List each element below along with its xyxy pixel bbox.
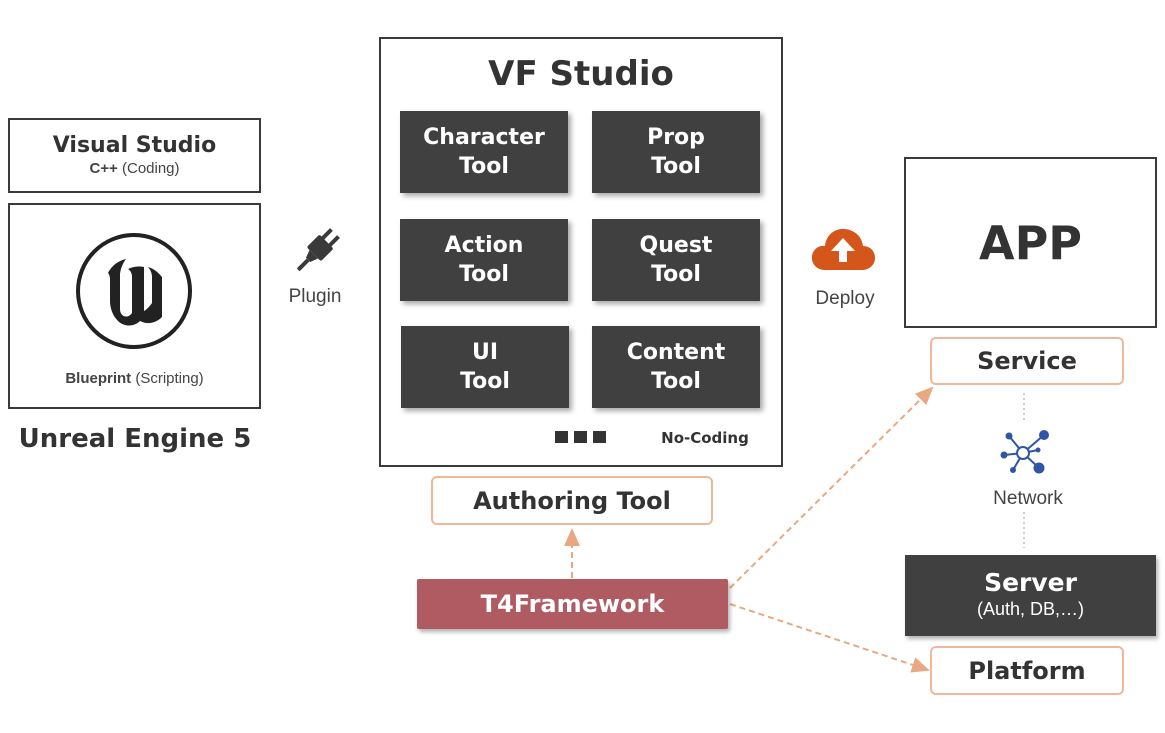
network-icon xyxy=(1000,430,1049,474)
platform-box: Platform xyxy=(930,646,1124,695)
server-title: Server xyxy=(984,568,1077,597)
blueprint-label: Blueprint (Scripting) xyxy=(10,370,259,387)
tile-line2: Tool xyxy=(459,154,509,179)
authoring-tool-box: Authoring Tool xyxy=(431,476,713,525)
no-coding-label: No-Coding xyxy=(661,429,749,447)
arrow-framework-to-platform xyxy=(729,603,930,673)
tile-line2: Tool xyxy=(651,369,701,394)
service-box: Service xyxy=(930,337,1124,385)
unreal-logo-icon xyxy=(76,233,192,349)
tile-line2: Tool xyxy=(651,154,701,179)
network-label: Network xyxy=(993,488,1063,509)
plugin-label: Plugin xyxy=(288,286,342,307)
cloud-upload-icon xyxy=(811,228,875,270)
tile-line2: Tool xyxy=(460,369,510,394)
tile-line1: Prop xyxy=(647,125,705,150)
tile-line1: Content xyxy=(626,340,726,365)
visual-studio-title: Visual Studio xyxy=(52,133,217,158)
visual-studio-subtitle: C++ (Coding) xyxy=(10,160,259,177)
tile-line1: Action xyxy=(444,233,524,258)
visual-studio-lang: C++ xyxy=(89,160,118,177)
unreal-box: Blueprint (Scripting) xyxy=(8,203,261,409)
quest-tool-tile[interactable]: Quest Tool xyxy=(592,219,760,301)
arrow-framework-to-service xyxy=(729,386,934,589)
t4framework-box: T4Framework xyxy=(417,579,728,629)
blueprint-name: Blueprint xyxy=(65,370,132,387)
character-tool-tile[interactable]: Character Tool xyxy=(400,111,568,193)
vf-studio-title: VF Studio xyxy=(488,54,674,94)
unreal-engine-caption: Unreal Engine 5 xyxy=(18,424,252,454)
visual-studio-lang-note: (Coding) xyxy=(122,160,180,177)
tile-line2: Tool xyxy=(651,262,701,287)
app-box: APP xyxy=(904,157,1157,328)
server-box: Server (Auth, DB,…) xyxy=(905,555,1156,636)
server-subtitle: (Auth, DB,…) xyxy=(976,599,1085,619)
tile-line2: Tool xyxy=(459,262,509,287)
tile-line1: Character xyxy=(423,125,545,150)
deploy-label: Deploy xyxy=(815,288,875,309)
tile-line1: Quest xyxy=(639,233,713,258)
blueprint-note: (Scripting) xyxy=(135,370,204,387)
tile-line1: UI xyxy=(471,340,499,365)
ui-tool-tile[interactable]: UI Tool xyxy=(401,326,569,408)
plug-icon xyxy=(296,228,340,272)
more-tools-ellipsis-icon xyxy=(555,431,609,443)
action-tool-tile[interactable]: Action Tool xyxy=(400,219,568,301)
visual-studio-box: Visual Studio C++ (Coding) xyxy=(8,118,261,193)
content-tool-tile[interactable]: Content Tool xyxy=(592,326,760,408)
prop-tool-tile[interactable]: Prop Tool xyxy=(592,111,760,193)
